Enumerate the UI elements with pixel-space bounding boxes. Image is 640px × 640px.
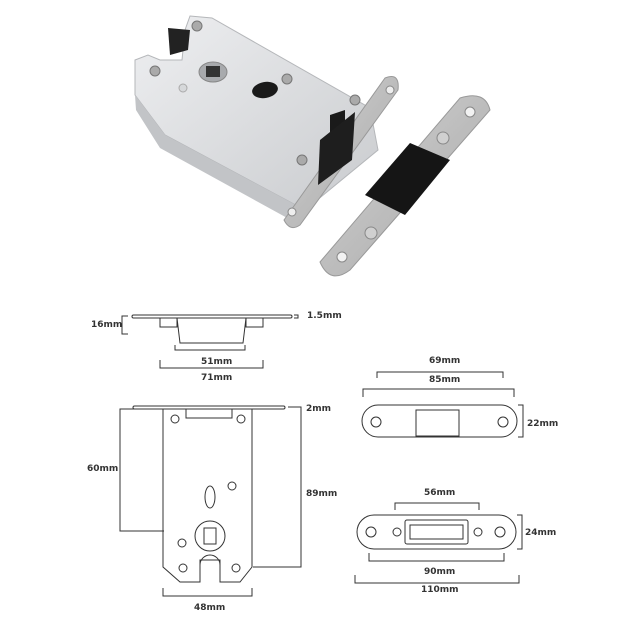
lock-faceplate-photo	[283, 76, 399, 229]
top-view-faceplate-label: 1.5mm	[307, 311, 342, 321]
strike-plate-photo	[319, 95, 491, 277]
side-view-drawing	[119, 405, 302, 597]
top-view-depth-label: 16mm	[91, 320, 123, 330]
strike-large-box-label: 56mm	[424, 488, 456, 498]
strike-small-spacing-label: 69mm	[429, 356, 461, 366]
top-view-outer-width-label: 71mm	[201, 373, 233, 383]
strike-large-height-label: 24mm	[525, 528, 557, 538]
strike-large-spacing-label: 90mm	[424, 567, 456, 577]
strike-plate-small-drawing	[361, 371, 524, 438]
lock-body-photo	[134, 15, 379, 225]
top-view-inner-width-label: 51mm	[201, 357, 233, 367]
top-view-drawing	[121, 314, 299, 369]
side-view-screws	[170, 414, 246, 573]
strike-small-height-label: 22mm	[527, 419, 559, 429]
side-view-faceplate-label: 2mm	[306, 404, 332, 414]
side-view-height-label: 89mm	[306, 489, 338, 499]
strike-small-length-label: 85mm	[429, 375, 461, 385]
strike-plate-large-drawing	[354, 502, 523, 584]
side-view-width-label: 48mm	[194, 603, 226, 613]
strike-large-length-label: 110mm	[421, 585, 459, 595]
side-view-backset-label: 60mm	[87, 464, 119, 474]
